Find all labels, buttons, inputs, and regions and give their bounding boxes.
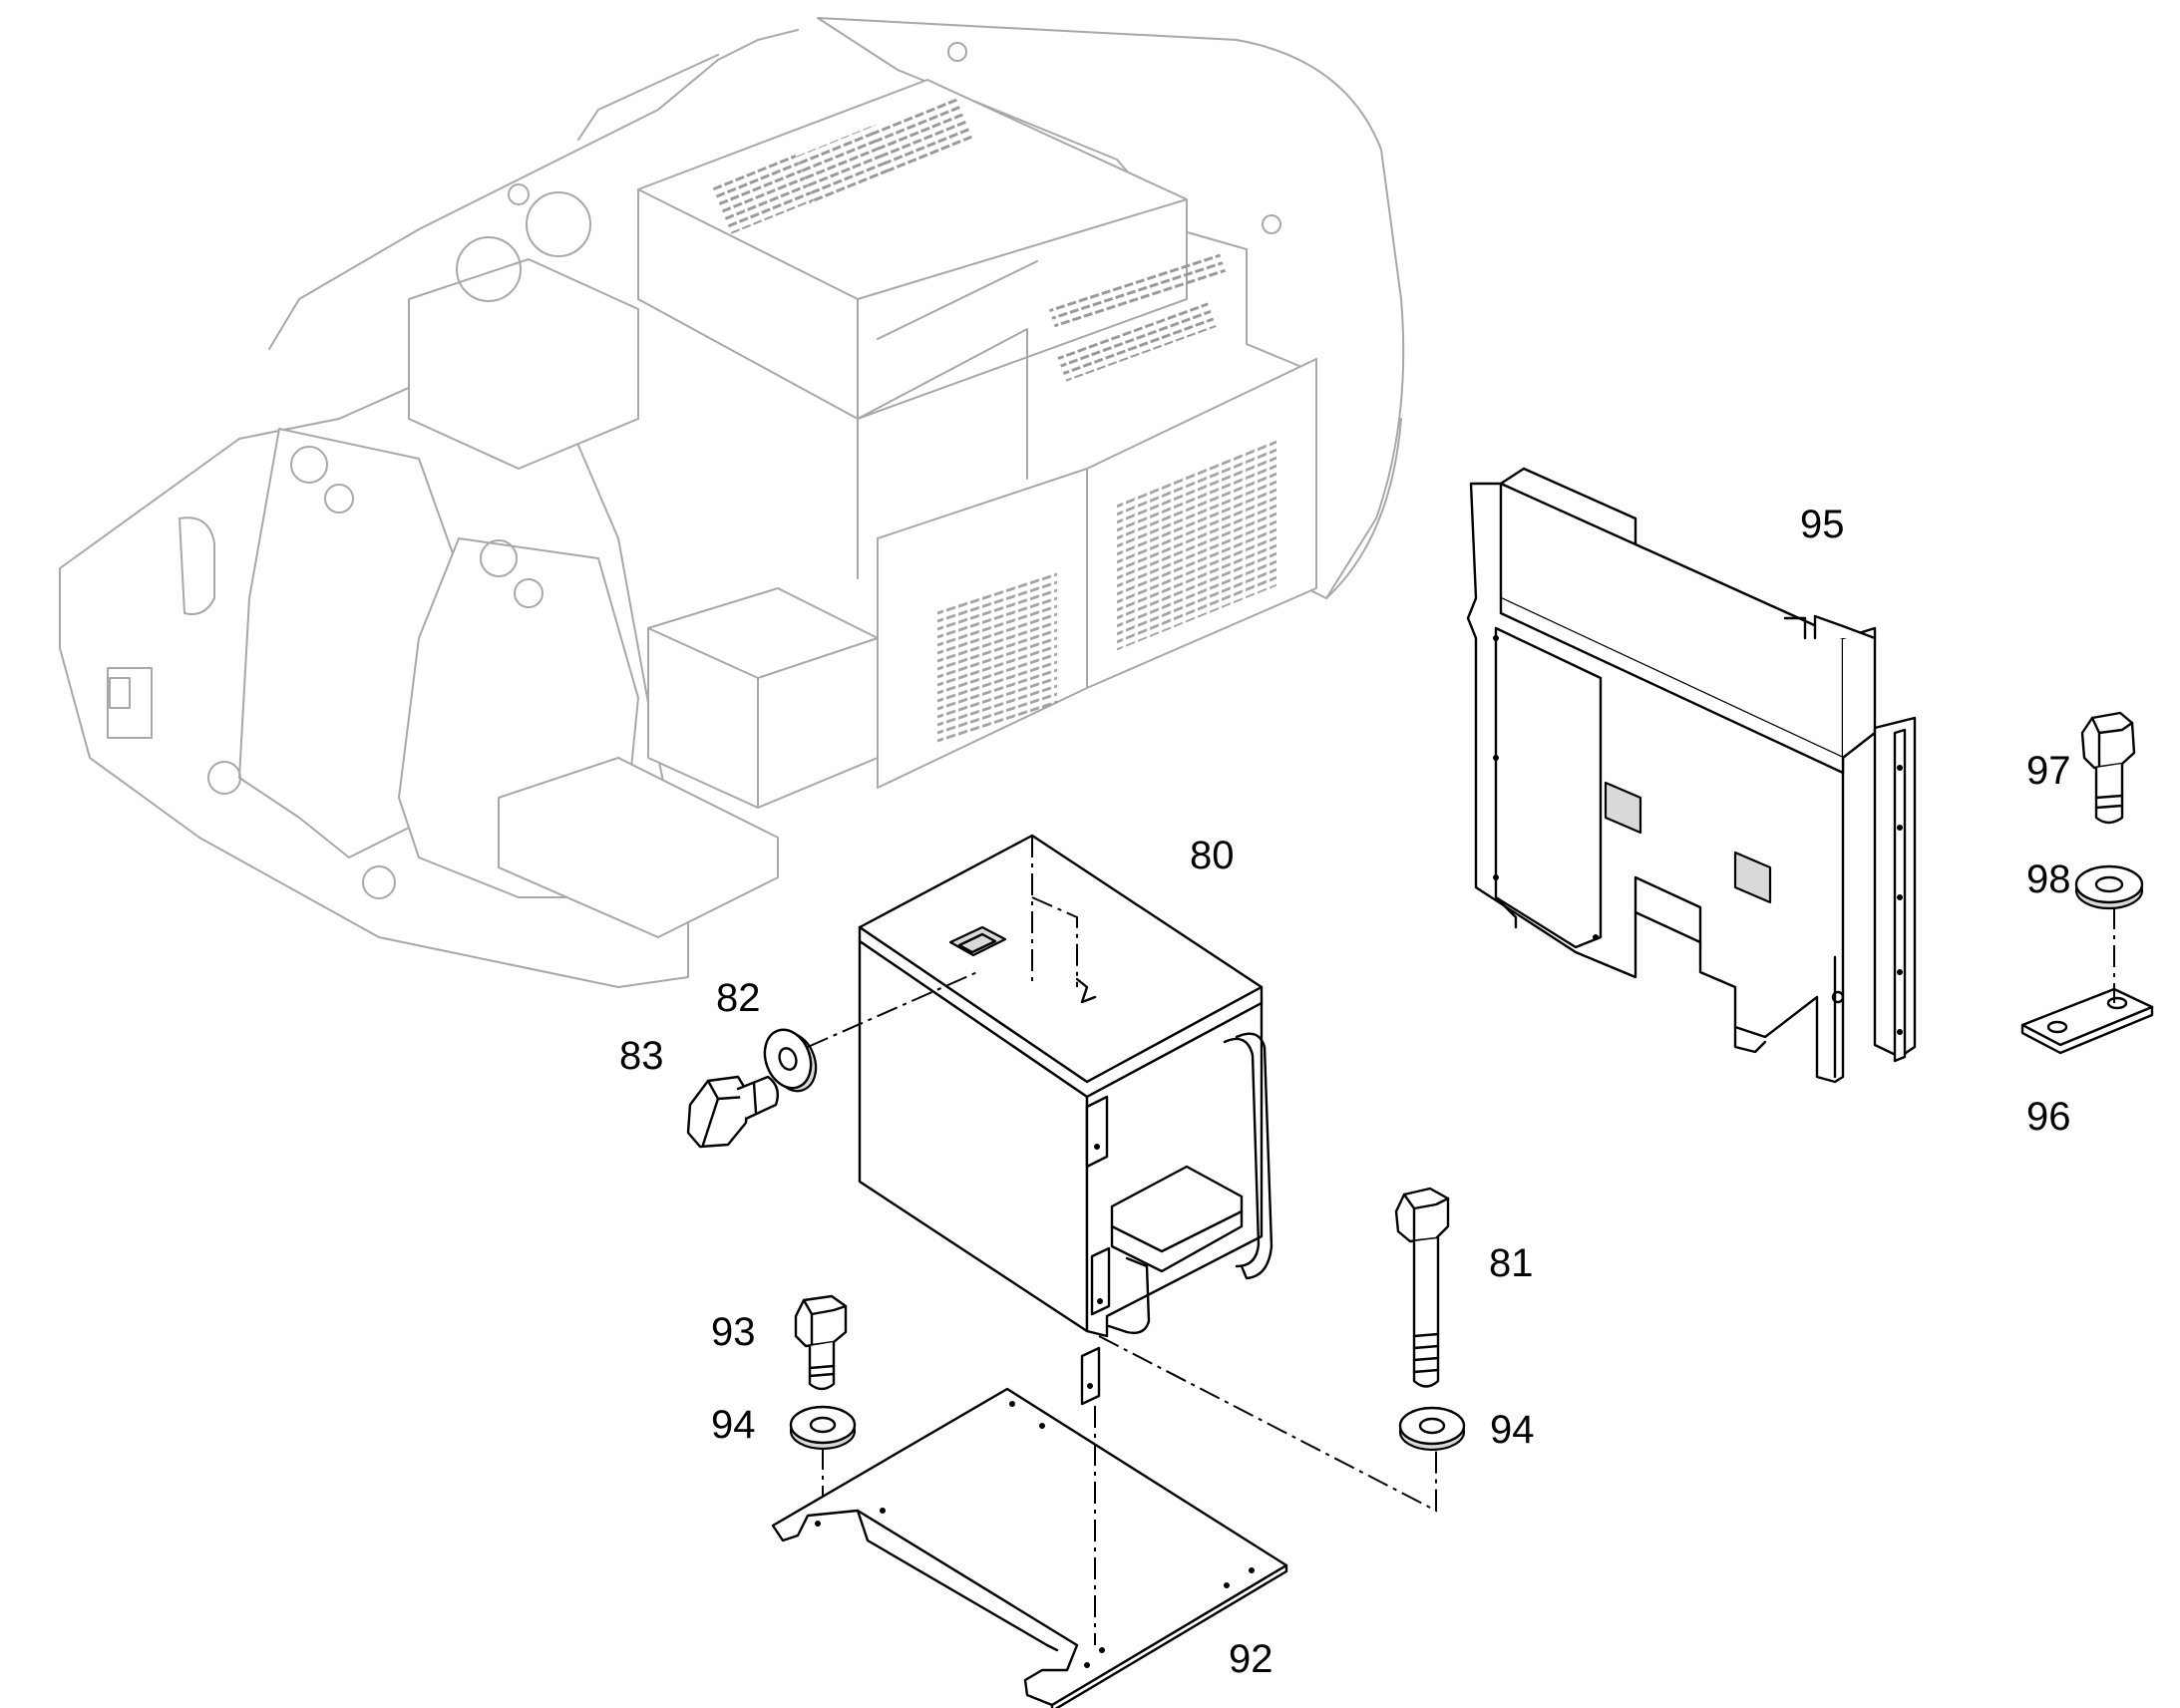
part-94-washer-left (789, 1405, 857, 1451)
callout-98: 98 (2026, 857, 2071, 901)
part-80-battery-box (858, 834, 1273, 1406)
part-81-long-bolt (1394, 1187, 1450, 1388)
callout-labels: 80 81 82 83 92 93 94 94 95 96 97 98 (619, 503, 2071, 1681)
part-97-bolt (2080, 711, 2136, 825)
callout-93: 93 (711, 1310, 756, 1354)
part-83-bolt (686, 1075, 779, 1149)
assembly-centerlines (807, 836, 1437, 1645)
callout-82: 82 (716, 976, 761, 1020)
callout-81: 81 (1489, 1241, 1534, 1285)
part-95-cover-panel (1466, 467, 1917, 1084)
part-92-mounting-plate (771, 1387, 1288, 1708)
part-82-washer (763, 1028, 818, 1093)
callout-92: 92 (1229, 1637, 1273, 1681)
callout-83: 83 (619, 1034, 664, 1078)
callout-95: 95 (1800, 503, 1845, 546)
callout-97: 97 (2026, 749, 2071, 793)
part-98-washer (2074, 864, 2144, 910)
machine-upperstructure-context (59, 17, 1405, 988)
callout-94-right: 94 (1490, 1408, 1535, 1452)
part-94-washer-right (1398, 1406, 1466, 1452)
part-96-plate (2020, 987, 2154, 1055)
callout-94-left: 94 (711, 1403, 756, 1447)
part-93-bolt (794, 1294, 848, 1391)
callout-80: 80 (1190, 834, 1235, 877)
callout-96: 96 (2026, 1095, 2071, 1139)
